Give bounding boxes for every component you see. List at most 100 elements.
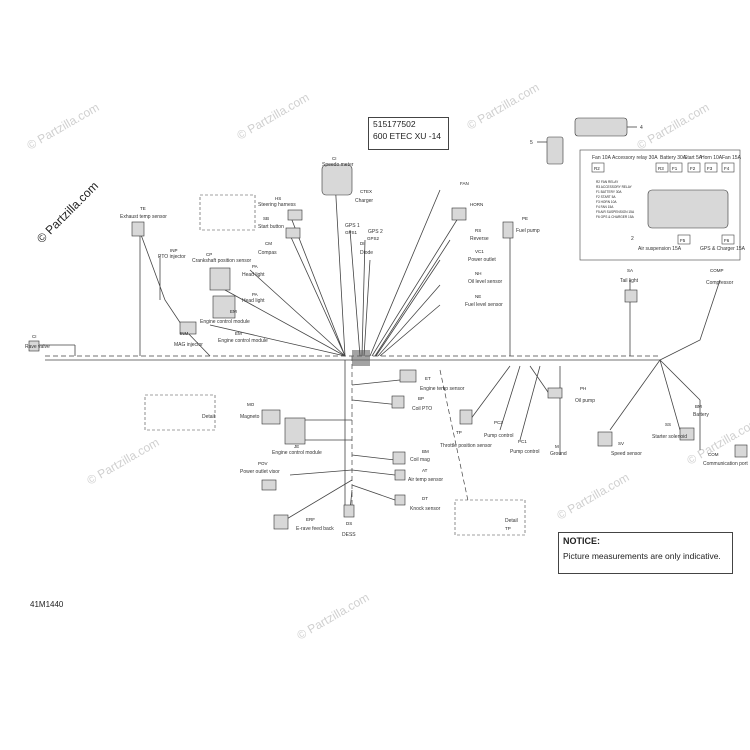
tag: DI [360, 241, 365, 246]
tag: NH [475, 271, 482, 276]
label: Head light [242, 272, 265, 278]
mag-injector-connector [179, 321, 197, 335]
tag: COM [708, 452, 719, 457]
label: Steering harness [258, 202, 296, 208]
part-number: 515177502 [373, 119, 416, 129]
tag: EM [230, 309, 237, 314]
tag: AT [422, 468, 428, 473]
tag: TE [140, 206, 146, 211]
tag: CM [265, 241, 272, 246]
tag: SV [618, 441, 624, 446]
label: Power outlet [468, 257, 496, 263]
starter-connector [679, 427, 695, 441]
label: Head light [242, 298, 265, 304]
fuse-legend-line: F2 START 5A [596, 195, 616, 199]
detail-label: Detail [202, 414, 215, 420]
power-outlet-visor-connector [261, 479, 277, 491]
fuse-legend-line: F6 GPS & CHARGER 15A [596, 215, 635, 219]
label: Compas [258, 250, 277, 256]
steering-harness-connector [287, 209, 303, 221]
coil-pto-connector [391, 395, 405, 409]
fuse-legend-line: F1 BATTERY 30A [596, 190, 622, 194]
label: Engine control module [272, 450, 322, 456]
fuse-slot-label: F5 [680, 238, 686, 243]
label: Tail light [620, 278, 639, 284]
notice-title: NOTICE: [563, 536, 600, 546]
notice-box: NOTICE: Picture measurements are only in… [558, 532, 733, 574]
erave-connector [273, 514, 289, 530]
detail-box-2 [454, 499, 526, 536]
label: MAG injector [174, 342, 203, 348]
label: Oil pump [575, 398, 595, 404]
tag: GPS2 [367, 236, 380, 241]
tag: PA [252, 292, 258, 297]
label: Coil mag [410, 457, 430, 463]
harness-junction [352, 350, 370, 366]
label: Speedo meter [322, 162, 354, 168]
fuse-slot-label: R3 [658, 166, 664, 171]
label: DESS [342, 532, 356, 538]
fuse-label: Accessory relay 30A [612, 155, 658, 161]
label: Pump control [510, 449, 539, 455]
watermark: © Partzilla.com [25, 100, 102, 153]
wire [369, 189, 461, 357]
exhaust-temp-connector [131, 221, 145, 237]
component-shapes [28, 164, 748, 530]
fuse-slot [677, 234, 691, 245]
magneto-connector [261, 409, 281, 425]
label: Charger [355, 198, 373, 204]
callout-4: 4 [640, 125, 643, 131]
fuse-legend-line: F4 FAN 15A [596, 205, 614, 209]
label: Engine control module [200, 319, 250, 325]
wire [35, 344, 76, 356]
comm-port-connector [734, 444, 748, 458]
dess-connector [343, 504, 355, 518]
tag: HORN [470, 202, 483, 207]
watermark: © Partzilla.com [635, 100, 712, 153]
label: Compressor [706, 280, 734, 286]
fuse-legend-line: F3 HORN 10A [596, 200, 617, 204]
callout-5: 5 [530, 140, 533, 146]
fuse-bottom-label: Air suspension 15A [638, 246, 682, 252]
wire [609, 359, 701, 450]
label: Throttle position sensor [440, 443, 492, 449]
fuse-bottom-label: GPS & Charger 15A [700, 246, 746, 252]
detail-tag: TP [505, 526, 511, 531]
tag: INM [180, 331, 189, 336]
throttle-connector [459, 409, 473, 425]
tag: INP [170, 248, 178, 253]
tag: GPS1 [345, 230, 358, 235]
fuse-slot [687, 162, 701, 173]
label: GPS 1 [345, 223, 360, 229]
fuse-slot [591, 162, 605, 173]
tag: EM [235, 331, 242, 336]
label: Pump control [484, 433, 513, 439]
label: Magneto [240, 414, 260, 420]
headlight-connector [209, 267, 231, 291]
coil-mag-connector [392, 451, 406, 465]
tag: DS [346, 521, 352, 526]
fuse-legend-line: R3 ACCESSORY RELAY [596, 185, 633, 189]
ecm-low-connector [284, 417, 306, 445]
tag: ET [425, 376, 431, 381]
tag: TP [456, 430, 462, 435]
wire [469, 365, 561, 455]
tag: CI [332, 156, 337, 161]
watermark: © Partzilla.com [555, 470, 632, 523]
tag: RS [475, 228, 481, 233]
label: Exhaust temp sensor [120, 214, 167, 220]
tag: ERF [306, 517, 315, 522]
tag: POV [258, 461, 268, 466]
label: Rave valve [25, 344, 50, 350]
tag: NE [475, 294, 481, 299]
tail-light-connector [624, 289, 638, 303]
tag: PC1 [518, 439, 527, 444]
tag: CTEX [360, 189, 372, 194]
tag: JE [294, 444, 299, 449]
wire [300, 379, 401, 441]
tag: BM [422, 449, 429, 454]
tag: CP [206, 252, 212, 257]
fuse-slot-label: F6 [724, 238, 730, 243]
tag: M [555, 444, 559, 449]
